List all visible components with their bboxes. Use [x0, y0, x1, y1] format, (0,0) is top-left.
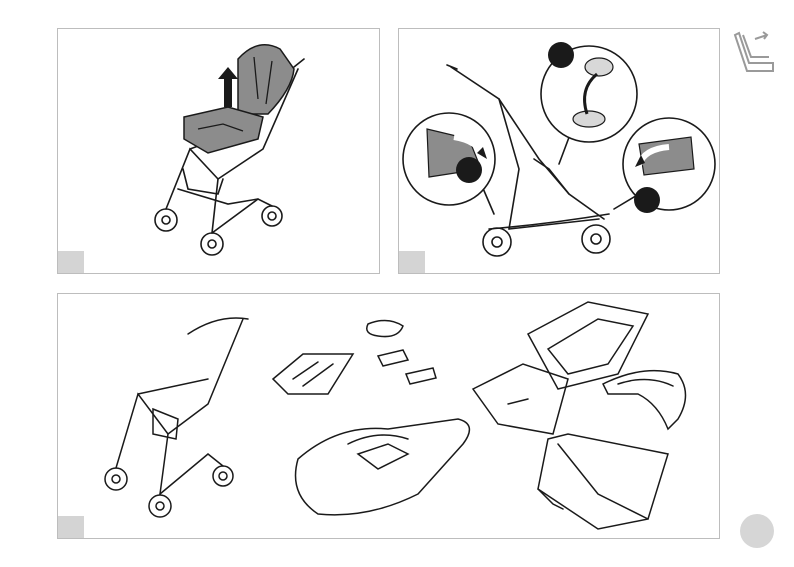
callout-right: [623, 118, 715, 213]
callout-left: [403, 113, 495, 205]
panel-3: [57, 293, 720, 539]
recline-seat-icon: [733, 27, 781, 75]
panel-2: [398, 28, 720, 274]
step-label-3: [58, 516, 84, 538]
stroller-lift-illustration: [58, 29, 381, 275]
panel-1: [57, 28, 380, 274]
fabric-parts-illustration: [58, 294, 721, 540]
callout-top: [541, 42, 637, 142]
page-number-badge: [740, 514, 774, 548]
stroller-release-illustration: [399, 29, 721, 275]
step-label-2: [399, 251, 425, 273]
step-label-1: [58, 251, 84, 273]
